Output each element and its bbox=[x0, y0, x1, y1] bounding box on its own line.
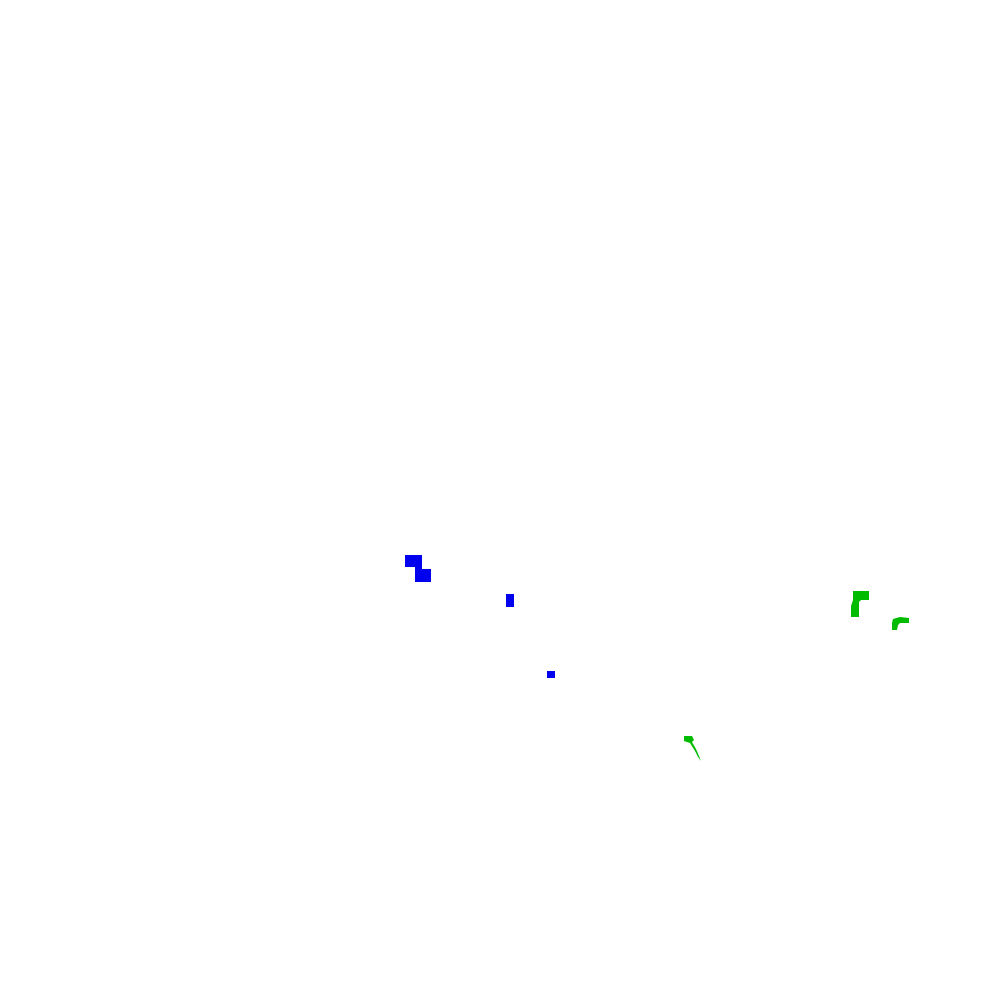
blue-blob-dot bbox=[547, 671, 555, 678]
green-blob-curve bbox=[684, 736, 701, 761]
green-blob-small-hook bbox=[892, 617, 909, 630]
blue-blob-stepped bbox=[405, 555, 431, 582]
green-blob-hook bbox=[851, 591, 869, 617]
blue-blob-bar bbox=[506, 594, 514, 607]
